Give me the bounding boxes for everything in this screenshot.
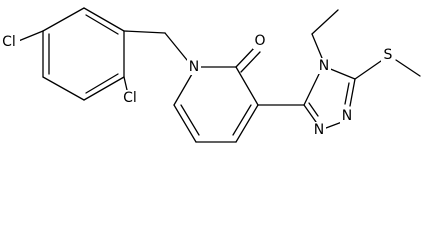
bond-tri-n4-c5	[327, 67, 356, 80]
bond-c-cl-left	[15, 30, 44, 43]
bond-pyr-c5-c6-inner	[180, 104, 200, 136]
bond-pyr-c3-c4	[235, 104, 259, 143]
atom-cl-ortho: Cl	[120, 90, 140, 106]
bond-pyr-c6-n	[173, 73, 193, 106]
atom-n4-triazole: N	[317, 58, 331, 74]
atom-s-methylthio-label: S	[384, 47, 393, 63]
bond-c-s	[354, 60, 382, 80]
bond-tri-n2-c3-inner	[308, 102, 319, 117]
bond-pyr-c5-c6	[173, 104, 197, 143]
bond-ring-a-4-inner	[85, 73, 119, 94]
bond-n-ethyl-1	[311, 33, 323, 59]
bond-tri-n1-n2	[325, 121, 343, 129]
atom-n2-triazole-label: N	[314, 122, 324, 138]
bond-n-ethyl-2	[311, 9, 339, 35]
bond-c-cl-ortho	[123, 76, 128, 91]
atom-cl-ortho-label: Cl	[123, 90, 137, 106]
bond-ring-ch2	[123, 30, 166, 34]
bond-pyr-c3-c4-inner	[232, 104, 252, 136]
atom-n1-triazole: N	[340, 108, 354, 124]
chemical-structure: Cl Cl N O N N N S	[0, 7, 421, 143]
bond-ring-a-2	[83, 7, 125, 32]
atom-n-pyridinone: N	[187, 59, 201, 75]
bond-ring-a-5	[42, 76, 85, 101]
bond-tri-c5-n1	[349, 78, 356, 107]
bonds	[15, 7, 421, 143]
atom-cl-left-label: Cl	[2, 34, 16, 50]
atom-o-carbonyl: O	[253, 33, 267, 49]
atom-n1-triazole-label: N	[342, 108, 352, 124]
bond-tri-n2-c3	[303, 104, 317, 123]
atom-o-carbonyl-label: O	[254, 33, 265, 49]
bond-s-methyl	[395, 59, 421, 77]
bond-tri-c5-n1-inner	[344, 82, 350, 105]
bond-carbonyl-1	[235, 46, 256, 68]
bond-ch2-n	[164, 32, 188, 61]
bond-ring-a-2-inner	[85, 14, 119, 35]
bond-carbonyl-2	[240, 51, 261, 73]
atom-n-pyridinone-label: N	[189, 59, 199, 75]
bond-pyr-c2-c3	[235, 66, 259, 106]
bond-ring-a-4	[83, 76, 125, 101]
atom-n4-triazole-label: N	[319, 58, 329, 74]
bond-tri-c3-n4	[303, 71, 321, 106]
atom-labels: Cl Cl N O N N N S	[0, 33, 395, 138]
atom-cl-left: Cl	[0, 34, 20, 50]
bond-ring-a-1	[42, 7, 85, 32]
atom-n2-triazole: N	[312, 122, 326, 138]
atom-s-methylthio: S	[381, 47, 395, 64]
